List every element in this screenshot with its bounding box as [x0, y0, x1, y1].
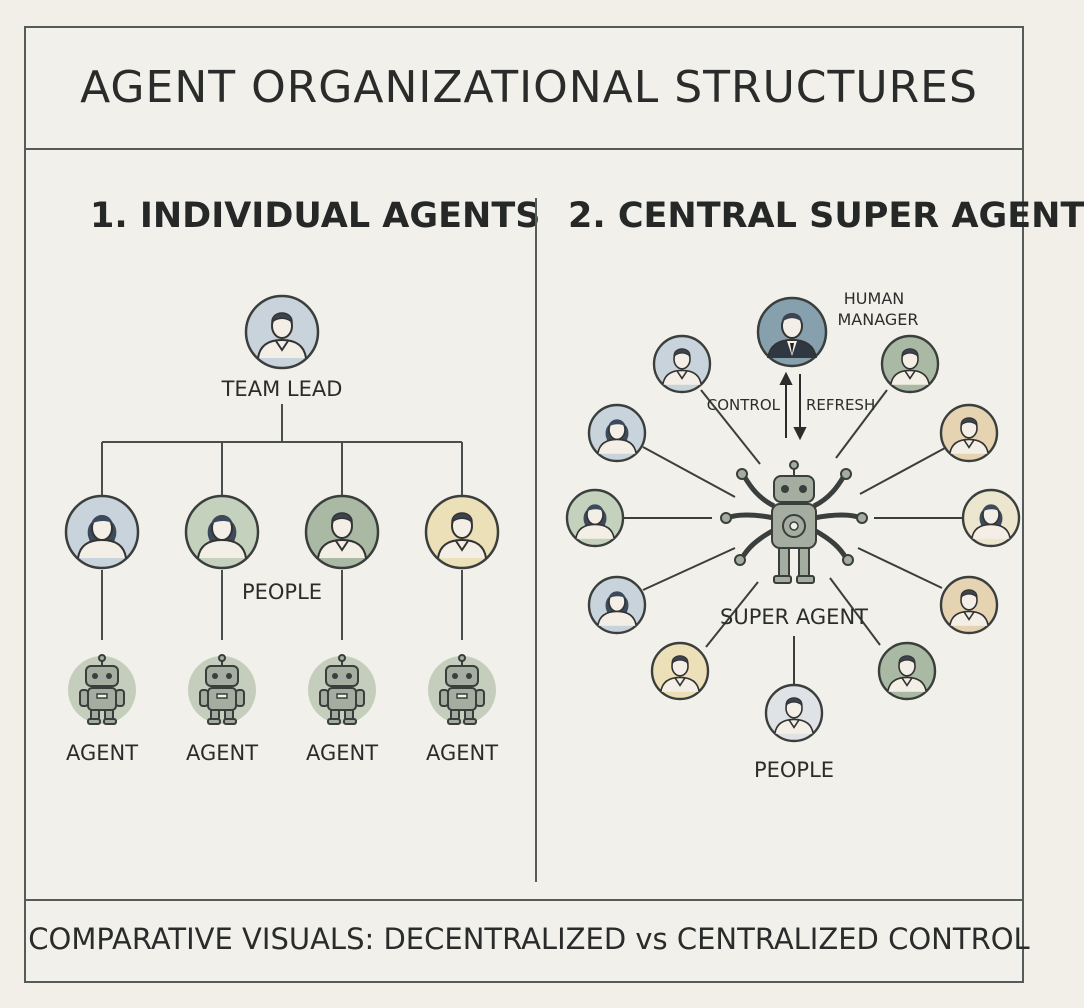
main-title: AGENT ORGANIZATIONAL STRUCTURES [80, 62, 978, 113]
person-avatar [877, 641, 937, 701]
person-avatar [184, 494, 260, 570]
person-avatar [424, 494, 500, 570]
person-avatar [565, 488, 625, 548]
spoke-connectors [622, 389, 963, 686]
people-label: PEOPLE [242, 580, 322, 604]
control-label: CONTROL [707, 396, 781, 414]
super-agent-label: SUPER AGENT [720, 605, 868, 629]
agent-label: AGENT [426, 741, 498, 765]
section-title-individual: 1. INDIVIDUAL AGENTS [90, 196, 541, 236]
people-label: PEOPLE [754, 758, 834, 782]
agent-robot-icon [188, 654, 256, 725]
agent-robot-icon [428, 654, 496, 725]
control-refresh-arrows [779, 371, 807, 441]
org-tree-connectors [101, 404, 463, 640]
person-avatar [961, 488, 1021, 548]
section-title-central: 2. CENTRAL SUPER AGENT [568, 196, 1084, 236]
person-avatar [939, 403, 999, 463]
diagram-canvas: TEAM LEAD PEOPLE AGENT AGENT AGENT AGENT [25, 148, 1023, 901]
person-avatar [587, 575, 647, 635]
person-avatar [764, 683, 824, 743]
agent-robot-icon [308, 654, 376, 725]
agent-label: AGENT [186, 741, 258, 765]
person-avatar [304, 494, 380, 570]
person-avatar [64, 494, 140, 570]
team-lead-label: TEAM LEAD [221, 377, 343, 401]
manager-label-line2: MANAGER [837, 310, 918, 329]
agent-robot-icon [68, 654, 136, 725]
manager-label-line1: HUMAN [844, 289, 904, 308]
footer-caption: COMPARATIVE VISUALS: DECENTRALIZED vs CE… [28, 922, 1030, 956]
person-avatar [650, 641, 710, 701]
human-manager-avatar [756, 296, 828, 368]
agent-label: AGENT [66, 741, 138, 765]
refresh-label: REFRESH [806, 396, 875, 414]
person-avatar [587, 403, 647, 463]
agent-label: AGENT [306, 741, 378, 765]
person-avatar [880, 334, 940, 394]
super-agent-robot-icon [720, 460, 868, 584]
person-avatar [652, 334, 712, 394]
team-lead-avatar [244, 294, 320, 370]
person-avatar [939, 575, 999, 635]
diagram-frame [24, 26, 1024, 983]
